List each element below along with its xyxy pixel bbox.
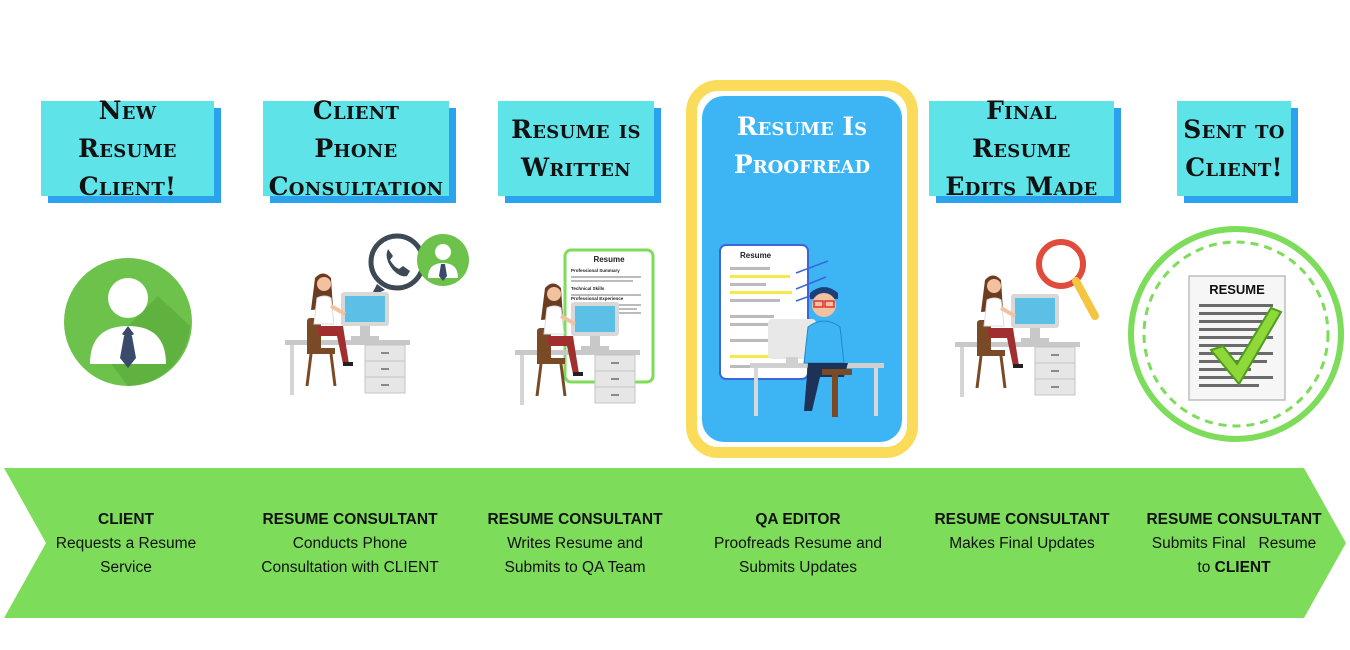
magnifier-consultant-icon (955, 239, 1099, 399)
step-2-caption: RESUME CONSULTANT Conducts Phone Consult… (254, 508, 446, 580)
step-4-role: QA EDITOR (755, 511, 841, 528)
step-6-to-text: to (1197, 559, 1215, 576)
doc-skills-heading: Technical Skills (571, 286, 605, 291)
step-3-caption: RESUME CONSULTANT Writes Resume and Subm… (484, 508, 666, 580)
step-2-title: Client Phone Consultation (263, 96, 449, 201)
step-6-client-text: CLIENT (1214, 559, 1271, 576)
step-1-role: CLIENT (98, 511, 154, 528)
step-1-caption: CLIENT Requests a Resume Service (40, 508, 212, 580)
step-5-title: Final Resume Edits Made (929, 96, 1114, 201)
resume-check-icon: RESUME (1128, 226, 1344, 442)
proofreading-editor-icon: Resume (719, 244, 884, 417)
doc-experience-heading: Professional Experience (571, 296, 624, 301)
phone-consultant-icon (285, 233, 469, 397)
step-3-title: Resume is Written (498, 101, 654, 196)
step-6-role: RESUME CONSULTANT (1146, 511, 1322, 528)
resume-doc-heading: Resume (593, 255, 625, 264)
step-3-role: RESUME CONSULTANT (487, 511, 663, 528)
step-2-desc: Conducts Phone Consultation with CLIENT (261, 535, 439, 576)
proof-doc-heading: Resume (740, 251, 772, 260)
step-4-title: Resume Is Proofread (733, 112, 871, 179)
step-6-caption: RESUME CONSULTANT Submits Final Resume t… (1146, 508, 1322, 580)
step-6-title: Sent to Client! (1177, 101, 1291, 196)
process-arrow-band (4, 468, 1346, 618)
step-5-caption: RESUME CONSULTANT Makes Final Updates (930, 508, 1114, 556)
step-1-desc: Requests a Resume Service (55, 535, 197, 576)
step-2-role: RESUME CONSULTANT (262, 511, 438, 528)
user-avatar-icon (64, 258, 192, 386)
doc-summary-heading: Professional Summary (571, 268, 620, 273)
final-doc-heading: RESUME (1209, 282, 1265, 297)
step-5-desc: Makes Final Updates (949, 535, 1095, 552)
step-6-desc-to: to CLIENT (1146, 556, 1322, 580)
step-3-desc: Writes Resume and Submits to QA Team (504, 535, 646, 576)
step-4-caption: QA EDITOR Proofreads Resume and Submits … (712, 508, 884, 580)
step-6-desc: Submits Final Resume (1151, 535, 1317, 552)
writing-consultant-icon: Resume Professional Summary Technical Sk… (515, 248, 655, 407)
step-4-desc: Proofreads Resume and Submits Updates (713, 535, 882, 576)
step-5-role: RESUME CONSULTANT (934, 511, 1110, 528)
step-1-title: New Resume Client! (41, 96, 214, 201)
